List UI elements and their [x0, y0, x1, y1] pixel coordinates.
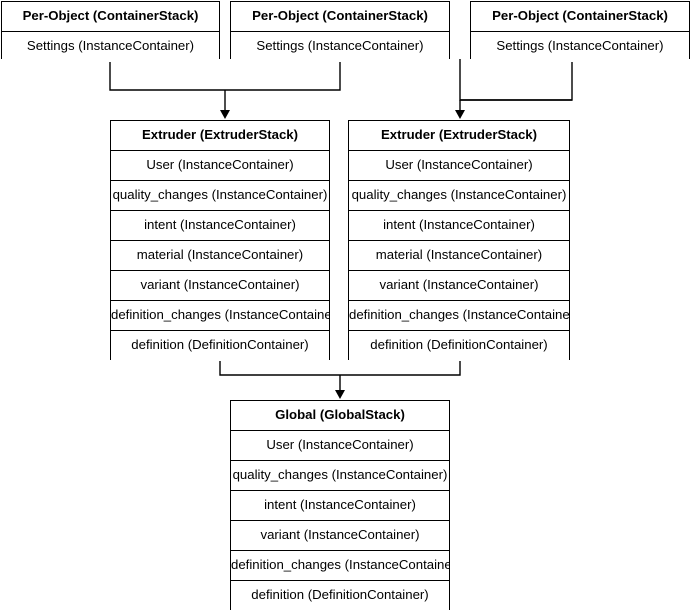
edge-po1-to-ext1 [109, 59, 225, 91]
node-row-extruder-1-6[interactable]: definition (DefinitionContainer) [111, 331, 329, 361]
node-row-extruder-1-4[interactable]: variant (InstanceContainer) [111, 271, 329, 301]
node-row-extruder-1-2[interactable]: intent (InstanceContainer) [111, 211, 329, 241]
edge-ext2-to-global [340, 360, 461, 376]
node-per-object-2[interactable]: Per-Object (ContainerStack)Settings (Ins… [230, 1, 450, 62]
arrow-extruder-1 [220, 110, 230, 119]
node-row-extruder-2-1[interactable]: quality_changes (InstanceContainer) [349, 181, 569, 211]
node-row-extruder-1-5[interactable]: definition_changes (InstanceContainer) [111, 301, 329, 331]
node-row-per-object-1-0[interactable]: Settings (InstanceContainer) [2, 32, 219, 62]
node-row-global-0[interactable]: User (InstanceContainer) [231, 431, 449, 461]
node-row-global-4[interactable]: definition_changes (InstanceContainer) [231, 551, 449, 581]
node-row-global-3[interactable]: variant (InstanceContainer) [231, 521, 449, 551]
edge-po2b-to-ext2 [459, 59, 572, 101]
node-global[interactable]: Global (GlobalStack)User (InstanceContai… [230, 400, 450, 611]
node-row-extruder-2-0[interactable]: User (InstanceContainer) [349, 151, 569, 181]
arrow-extruder-2 [455, 110, 465, 119]
node-row-per-object-2-0[interactable]: Settings (InstanceContainer) [231, 32, 449, 62]
edge-po2-to-ext1 [225, 59, 341, 91]
node-header-per-object-2: Per-Object (ContainerStack) [231, 2, 449, 32]
edge-po3-to-ext2 [460, 59, 573, 101]
node-header-per-object-3: Per-Object (ContainerStack) [471, 2, 689, 32]
arrow-global [335, 390, 345, 399]
node-header-extruder-2: Extruder (ExtruderStack) [349, 121, 569, 151]
node-row-extruder-2-3[interactable]: material (InstanceContainer) [349, 241, 569, 271]
node-per-object-1[interactable]: Per-Object (ContainerStack)Settings (Ins… [1, 1, 220, 62]
node-row-extruder-1-1[interactable]: quality_changes (InstanceContainer) [111, 181, 329, 211]
node-header-global: Global (GlobalStack) [231, 401, 449, 431]
node-extruder-1[interactable]: Extruder (ExtruderStack)User (InstanceCo… [110, 120, 330, 361]
node-row-extruder-2-6[interactable]: definition (DefinitionContainer) [349, 331, 569, 361]
node-per-object-3[interactable]: Per-Object (ContainerStack)Settings (Ins… [470, 1, 690, 62]
node-extruder-2[interactable]: Extruder (ExtruderStack)User (InstanceCo… [348, 120, 570, 361]
node-row-extruder-1-0[interactable]: User (InstanceContainer) [111, 151, 329, 181]
edge-ext1-to-global [219, 360, 340, 376]
node-row-extruder-1-3[interactable]: material (InstanceContainer) [111, 241, 329, 271]
node-row-extruder-2-4[interactable]: variant (InstanceContainer) [349, 271, 569, 301]
node-row-global-2[interactable]: intent (InstanceContainer) [231, 491, 449, 521]
node-row-global-5[interactable]: definition (DefinitionContainer) [231, 581, 449, 611]
node-row-per-object-3-0[interactable]: Settings (InstanceContainer) [471, 32, 689, 62]
node-row-extruder-2-2[interactable]: intent (InstanceContainer) [349, 211, 569, 241]
node-row-extruder-2-5[interactable]: definition_changes (InstanceContainer) [349, 301, 569, 331]
node-header-extruder-1: Extruder (ExtruderStack) [111, 121, 329, 151]
node-header-per-object-1: Per-Object (ContainerStack) [2, 2, 219, 32]
node-row-global-1[interactable]: quality_changes (InstanceContainer) [231, 461, 449, 491]
